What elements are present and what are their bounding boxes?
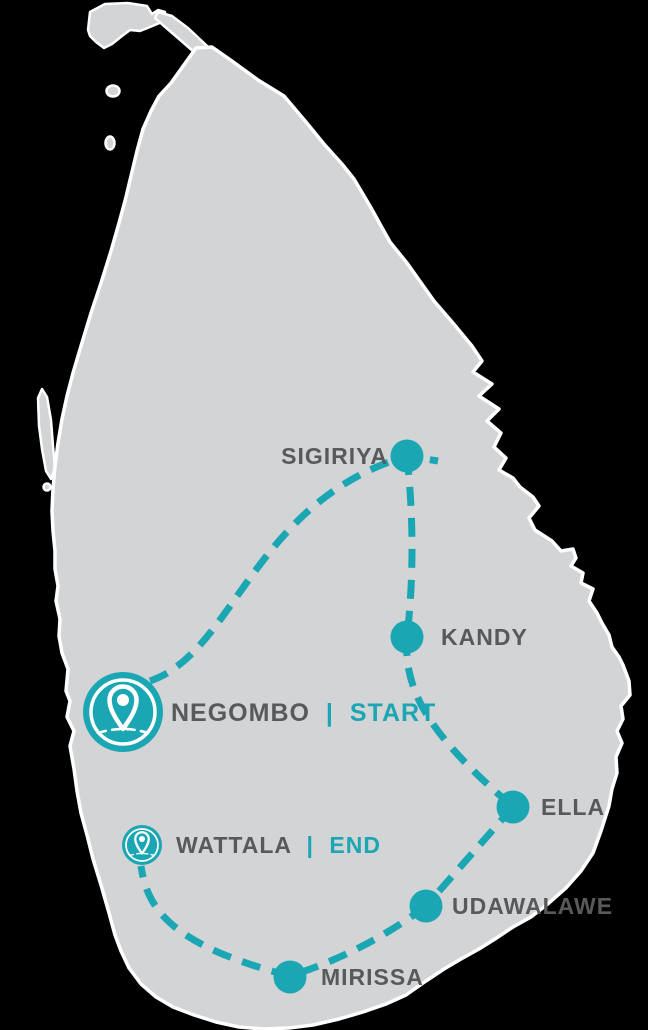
- route-negombo-sigiriya: [148, 452, 439, 685]
- start-divider: |: [326, 699, 334, 727]
- label-mirissa: MIRISSA: [321, 964, 424, 990]
- end-marker-pin-icon: [120, 823, 164, 867]
- label-ella: ELLA: [541, 794, 605, 820]
- label-end: END: [329, 832, 381, 858]
- route-kandy-ella: [403, 636, 516, 810]
- label-wattala-end: WATTALA | END: [176, 832, 381, 858]
- route-udawalawe-mirissa: [288, 903, 429, 980]
- label-start: START: [350, 699, 436, 727]
- islet-west: [42, 482, 52, 492]
- start-marker-pin-icon: [83, 672, 163, 752]
- route-ella-udawalawe: [423, 804, 516, 909]
- label-udawalawe: UDAWALAWE: [452, 893, 613, 919]
- stop-dot-udawalawe: [409, 889, 443, 923]
- kalpitiya-strip: [36, 387, 57, 481]
- stop-dots: [273, 439, 530, 994]
- islet-north-2: [104, 135, 116, 151]
- route-sigiriya-kandy: [403, 455, 416, 638]
- itinerary-route: [137, 452, 516, 980]
- label-negombo-start: NEGOMBO | START: [171, 699, 436, 727]
- label-negombo: NEGOMBO: [171, 699, 310, 727]
- label-kandy: KANDY: [441, 624, 528, 650]
- jaffna-peninsula: [86, 1, 167, 50]
- end-divider: |: [307, 832, 314, 858]
- stop-dot-sigiriya: [390, 439, 424, 473]
- stop-labels: SIGIRIYA KANDY ELLA UDAWALAWE MIRISSA NE…: [171, 443, 613, 990]
- stop-dot-mirissa: [273, 960, 307, 994]
- stop-dot-kandy: [390, 620, 424, 654]
- label-wattala: WATTALA: [176, 832, 291, 858]
- route-mirissa-wattala: [137, 865, 291, 980]
- islet-north-1: [105, 84, 121, 98]
- island-silhouette: [36, 1, 632, 1030]
- stop-dot-ella: [496, 790, 530, 824]
- main-island: [50, 45, 632, 1030]
- label-sigiriya: SIGIRIYA: [281, 443, 388, 469]
